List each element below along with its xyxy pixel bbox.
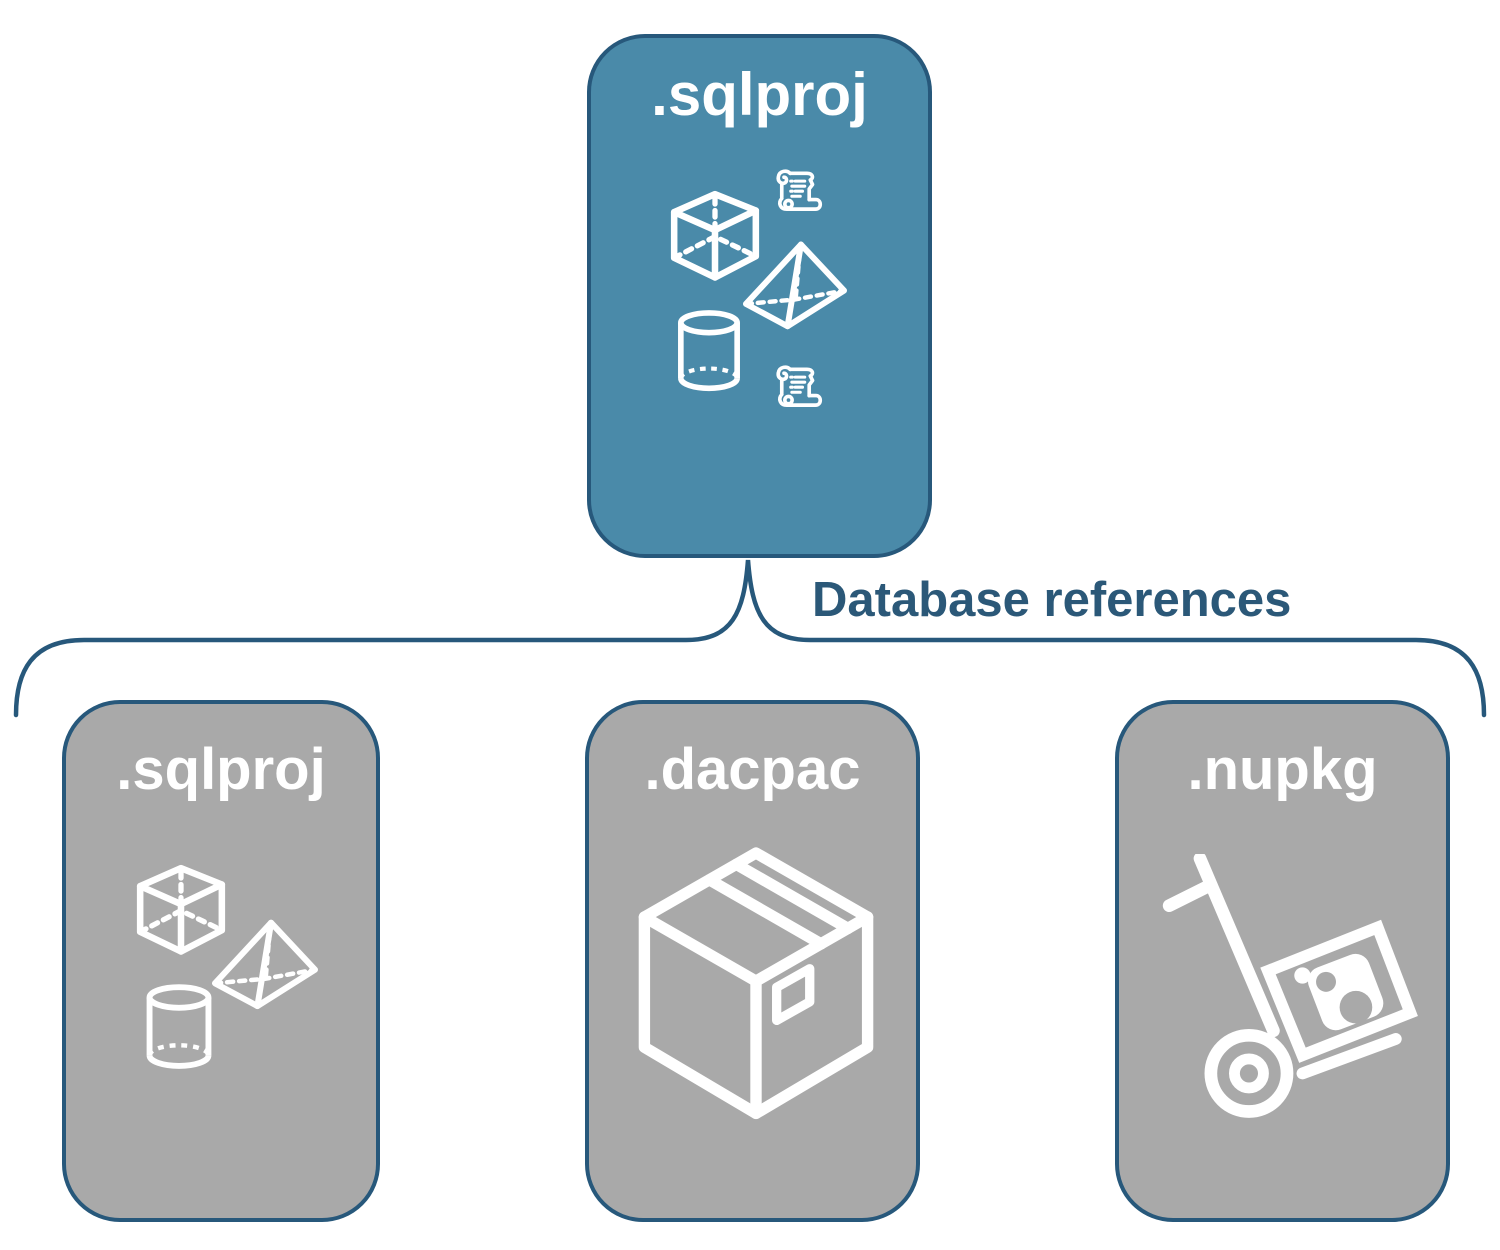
cylinder-icon <box>136 982 222 1074</box>
root-node-sqlproj: .sqlproj <box>587 34 932 558</box>
connector-label: Database references <box>812 573 1292 627</box>
scroll-icon <box>770 362 826 418</box>
child-node-label: .dacpac <box>644 737 861 802</box>
pyramid-icon <box>743 238 847 332</box>
cylinder-icon <box>669 308 749 396</box>
scroll-icon <box>770 166 826 222</box>
package-box-icon <box>601 822 911 1132</box>
hand-truck-package-icon <box>1161 854 1433 1126</box>
pyramid-icon <box>212 916 318 1012</box>
child-node-sqlproj: .sqlproj <box>62 700 380 1222</box>
child-node-nupkg: .nupkg <box>1115 700 1450 1222</box>
child-node-dacpac: .dacpac <box>585 700 920 1222</box>
child-node-label: .nupkg <box>1187 737 1378 802</box>
root-node-label: .sqlproj <box>651 61 868 128</box>
brace-connector <box>13 559 1487 718</box>
child-node-label: .sqlproj <box>116 737 326 802</box>
